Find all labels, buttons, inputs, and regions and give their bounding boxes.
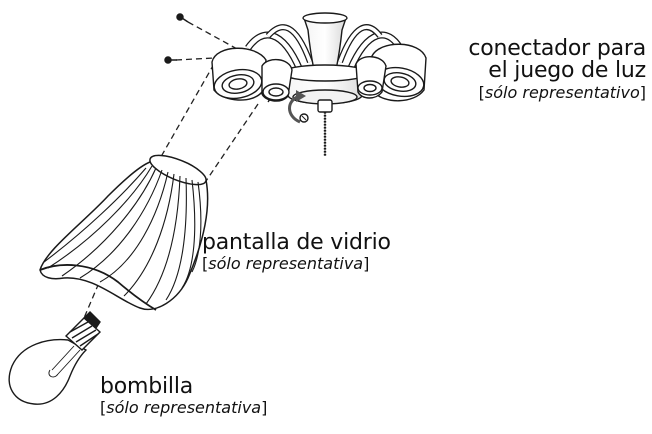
- light-bulb-glass: [9, 340, 86, 405]
- label-light-kit-fitter: conectador para el juego de luz [sólo re…: [468, 38, 646, 101]
- label-shade-line1: pantalla de vidrio: [202, 232, 391, 254]
- fitter-top-column: [304, 18, 346, 70]
- socket-cup-back-left: [262, 60, 292, 101]
- switch-housing: [318, 100, 332, 112]
- screw-top: [177, 14, 188, 22]
- screw-bottom: [165, 57, 177, 63]
- screw-icon: [165, 14, 188, 63]
- label-bulb-line1: bombilla: [100, 376, 267, 398]
- guide-line-shade-left: [158, 64, 214, 162]
- label-fitter-line2: el juego de luz: [468, 60, 646, 82]
- label-fitter-line1: conectador para: [468, 38, 646, 60]
- socket-cup-back-right: [356, 57, 386, 98]
- light-bulb: [9, 312, 100, 404]
- light-kit-fitter: [212, 13, 426, 112]
- label-light-bulb: bombilla [sólo representativa]: [100, 376, 267, 417]
- guide-line-shade-right: [204, 104, 258, 184]
- label-glass-shade: pantalla de vidrio [sólo representativa]: [202, 232, 391, 273]
- label-bulb-note: [sólo representativa]: [100, 400, 267, 416]
- label-shade-note: [sólo representativa]: [202, 256, 391, 272]
- label-fitter-note: [sólo representativo]: [468, 85, 646, 101]
- glass-shade: [40, 149, 210, 310]
- guide-line-screw-bottom: [176, 58, 214, 60]
